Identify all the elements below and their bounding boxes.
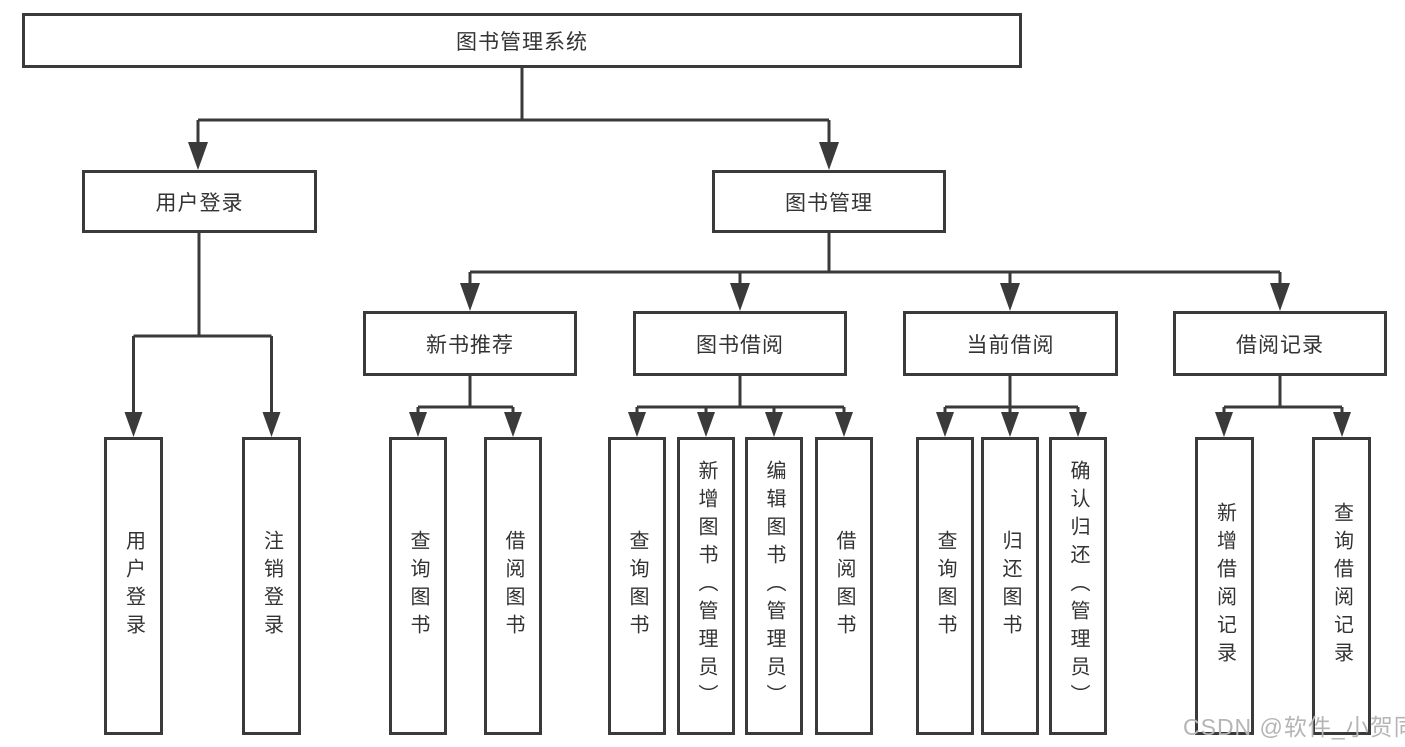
node-label: 图书管理: [785, 191, 873, 215]
node-book-borrowing: 图书借阅: [633, 311, 847, 376]
arrowhead-down-icon: [1069, 412, 1087, 437]
leaf-borrow-books-borrowing: 借阅图书: [815, 437, 873, 735]
arrowhead-down-icon: [1001, 412, 1019, 437]
connector-new-book-to-leaves: [416, 376, 515, 416]
node-book-management: 图书管理: [712, 170, 946, 233]
leaf-edit-book-admin: 编辑图书（管理员）: [745, 437, 803, 735]
leaf-label: 查询图书: [626, 530, 648, 642]
arrowhead-down-icon: [1000, 283, 1020, 311]
node-label: 借阅记录: [1236, 333, 1324, 357]
connector-book-borrow-to-leaves: [635, 376, 846, 416]
leaf-query-books-borrowing: 查询图书: [608, 437, 666, 735]
arrowhead-down-icon: [409, 412, 427, 437]
arrowhead-down-icon: [262, 412, 281, 437]
arrowhead-down-icon: [1270, 283, 1290, 311]
leaf-query-books-recommend: 查询图书: [389, 437, 447, 735]
arrowhead-down-icon: [1215, 412, 1233, 437]
arrowhead-down-icon: [765, 412, 783, 437]
connector-root-to-level2: [196, 68, 831, 146]
leaf-return-book: 归还图书: [981, 437, 1039, 735]
arrowhead-down-icon: [188, 142, 208, 170]
leaf-add-borrow-record: 新增借阅记录: [1195, 437, 1254, 735]
leaf-label: 查询图书: [934, 530, 956, 642]
leaf-label: 查询图书: [407, 530, 429, 642]
leaf-label: 借阅图书: [502, 530, 524, 642]
connector-user-login-to-leaves: [132, 233, 273, 416]
connector-borrow-record-to-leaves: [1222, 376, 1344, 416]
node-label: 用户登录: [155, 191, 244, 215]
node-label: 图书管理系统: [456, 30, 588, 54]
node-label: 新书推荐: [426, 333, 514, 357]
leaf-label: 新增借阅记录: [1213, 502, 1236, 670]
node-new-book-recommend: 新书推荐: [363, 311, 577, 376]
leaf-logout: 注销登录: [242, 437, 301, 735]
leaf-label: 注销登录: [260, 530, 283, 642]
leaf-label: 归还图书: [999, 530, 1021, 642]
arrowhead-down-icon: [819, 142, 839, 170]
arrowhead-down-icon: [460, 283, 480, 311]
arrowhead-down-icon: [835, 412, 853, 437]
arrowhead-down-icon: [504, 412, 522, 437]
csdn-watermark: CSDN @软件_小贺同学: [1183, 714, 1405, 740]
node-borrowing-records: 借阅记录: [1173, 311, 1387, 376]
node-user-login-group: 用户登录: [82, 170, 317, 233]
arrowhead-down-icon: [628, 412, 646, 437]
leaf-label: 查询借阅记录: [1330, 502, 1353, 670]
connector-current-borrow-to-leaves: [943, 376, 1080, 416]
node-label: 当前借阅: [966, 333, 1055, 357]
leaf-add-book-admin: 新增图书（管理员）: [677, 437, 735, 735]
leaf-label: 用户登录: [122, 530, 145, 642]
leaf-label: 编辑图书（管理员）: [763, 460, 785, 712]
leaf-query-borrow-record: 查询借阅记录: [1312, 437, 1371, 735]
node-library-management-system: 图书管理系统: [22, 13, 1022, 68]
connector-book-mgmt-to-level3: [468, 233, 1282, 289]
leaf-confirm-return-admin: 确认归还（管理员）: [1049, 437, 1107, 735]
leaf-label: 确认归还（管理员）: [1067, 460, 1089, 712]
node-current-borrowing: 当前借阅: [903, 311, 1118, 376]
node-label: 图书借阅: [696, 333, 784, 357]
leaf-label: 借阅图书: [833, 530, 855, 642]
arrowhead-down-icon: [936, 412, 954, 437]
arrowhead-down-icon: [697, 412, 715, 437]
leaf-query-books-current: 查询图书: [916, 437, 974, 735]
arrowhead-down-icon: [730, 283, 750, 311]
leaf-label: 新增图书（管理员）: [695, 460, 717, 712]
leaf-borrow-books-recommend: 借阅图书: [484, 437, 542, 735]
arrowhead-down-icon: [124, 412, 143, 437]
arrowhead-down-icon: [1333, 412, 1351, 437]
leaf-user-login: 用户登录: [104, 437, 163, 735]
